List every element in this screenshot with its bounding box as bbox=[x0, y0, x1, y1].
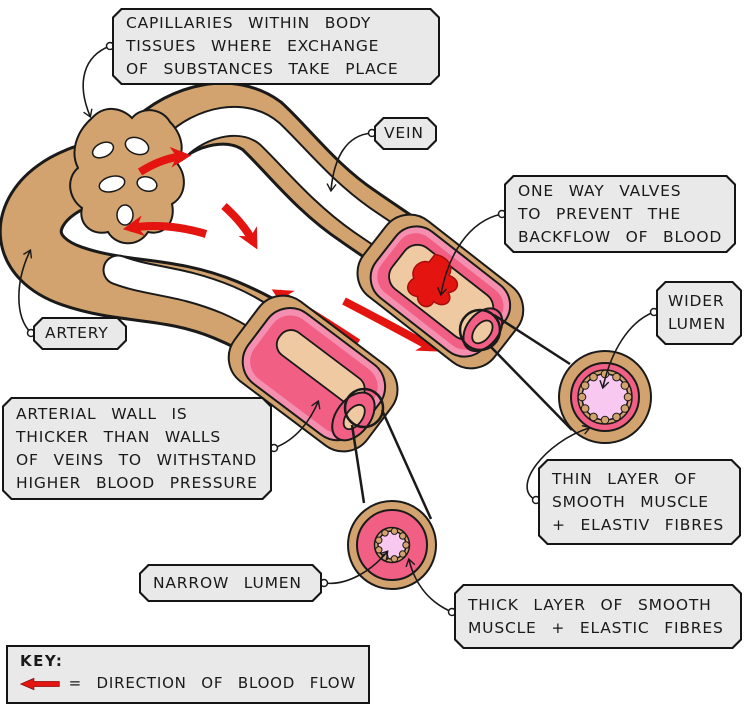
artery-label: ARTERY bbox=[33, 317, 127, 350]
capillaries-label: CAPILLARIES WITHIN BODY TISSUES WHERE EX… bbox=[112, 8, 440, 85]
label-line: TISSUES WHERE EXCHANGE bbox=[126, 37, 380, 55]
narrow-lumen-connector bbox=[323, 550, 389, 585]
arterial-wall-connector bbox=[273, 399, 321, 449]
wider-lumen-label: WIDER LUMEN bbox=[656, 281, 742, 345]
flow-arrow-artery-left bbox=[122, 215, 208, 238]
label-line: THIN LAYER OF bbox=[552, 469, 698, 488]
vein-connector bbox=[326, 132, 373, 193]
flow-arrow-vein-top bbox=[137, 146, 192, 176]
flow-arrow-vein-long bbox=[342, 297, 439, 352]
key-box: KEY: = DIRECTION OF BLOOD FLOW bbox=[6, 645, 370, 704]
label-line: + ELASTIV FIBRES bbox=[552, 515, 725, 534]
label-line: SMOOTH MUSCLE bbox=[552, 492, 709, 511]
label-line: WIDER bbox=[668, 292, 725, 310]
capillary-hole bbox=[91, 141, 115, 159]
narrow-lumen-label: NARROW LUMEN bbox=[139, 564, 322, 602]
magnifier-lines bbox=[343, 308, 573, 520]
artery-connector bbox=[18, 248, 33, 334]
vein-cross-section bbox=[558, 350, 652, 444]
key-heading: KEY: bbox=[20, 652, 64, 670]
thick-layer-connector bbox=[405, 557, 453, 613]
label-line: NARROW LUMEN bbox=[153, 573, 302, 592]
label-line: THICK LAYER OF SMOOTH bbox=[468, 595, 712, 614]
artery-cross-section bbox=[347, 500, 437, 590]
capillaries-connector bbox=[82, 45, 111, 119]
label-line: ARTERIAL WALL IS bbox=[16, 404, 188, 423]
label-line: THICKER THAN WALLS bbox=[16, 427, 222, 446]
artery-magnifier-circle bbox=[343, 387, 385, 429]
label-line: TO PREVENT THE bbox=[518, 204, 682, 223]
label-line: CAPILLARIES WITHIN BODY bbox=[126, 14, 372, 32]
flow-arrow-vein-mid bbox=[221, 203, 258, 250]
label-line: LUMEN bbox=[668, 315, 726, 333]
vein-label: VEIN bbox=[374, 117, 437, 150]
label-line: OF VEINS TO WITHSTAND bbox=[16, 450, 258, 469]
one-way-valves-label: ONE WAY VALVES TO PREVENT THE BACKFLOW O… bbox=[504, 175, 736, 253]
vein-magnifier-circle bbox=[458, 308, 502, 352]
label-line: ARTERY bbox=[45, 324, 109, 342]
key-flow-arrow-icon bbox=[20, 677, 60, 690]
capillaries bbox=[69, 108, 185, 245]
arterial-wall-label: ARTERIAL WALL IS THICKER THAN WALLS OF V… bbox=[2, 397, 272, 500]
label-connectors bbox=[18, 41, 659, 617]
label-line: HIGHER BLOOD PRESSURE bbox=[16, 473, 258, 492]
capillary-hole bbox=[124, 136, 150, 156]
thick-layer-label: THICK LAYER OF SMOOTH MUSCLE + ELASTIC F… bbox=[454, 584, 742, 649]
valves-connector bbox=[437, 213, 503, 297]
label-line: MUSCLE + ELASTIC FIBRES bbox=[468, 618, 724, 637]
capillary-hole bbox=[98, 175, 126, 193]
key-entry: = DIRECTION OF BLOOD FLOW bbox=[68, 674, 356, 692]
label-line: VEIN bbox=[384, 124, 424, 142]
capillary-hole bbox=[136, 176, 158, 192]
wider-lumen-connector bbox=[599, 311, 655, 390]
label-line: BACKFLOW OF BLOOD bbox=[518, 227, 723, 246]
capillary-hole bbox=[116, 204, 134, 226]
label-line: OF SUBSTANCES TAKE PLACE bbox=[126, 60, 399, 78]
thin-layer-connector bbox=[526, 424, 592, 501]
thin-layer-label: THIN LAYER OF SMOOTH MUSCLE + ELASTIV FI… bbox=[538, 459, 741, 545]
label-line: ONE WAY VALVES bbox=[518, 181, 682, 200]
